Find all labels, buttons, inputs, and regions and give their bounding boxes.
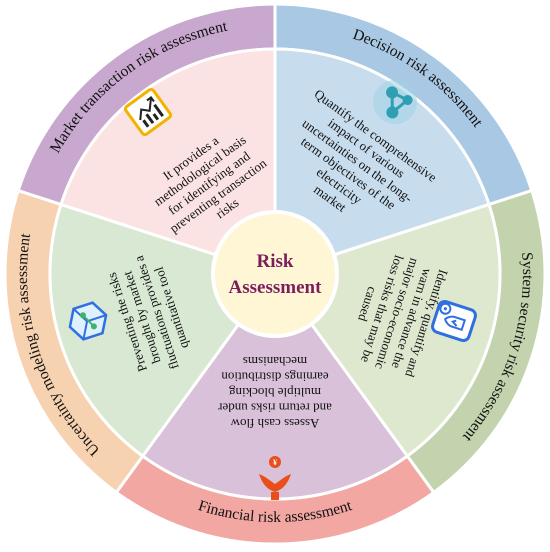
body-line: mechanisms (243, 354, 307, 369)
cube-graph-icon (68, 301, 108, 341)
center-title-line2: Assessment (229, 277, 323, 298)
body-line: and return risks under (217, 401, 331, 416)
center-circle (211, 210, 339, 338)
body-line: earnings distribution (221, 370, 329, 385)
center-title-line1: Risk (257, 251, 294, 272)
shield-gear-icon (431, 299, 477, 343)
bar-chart-icon (123, 87, 173, 137)
inner-wedge-market (59, 47, 277, 277)
body-line: Assess cash flow (230, 416, 319, 431)
svg-text:¥: ¥ (273, 458, 277, 467)
hand-coin-icon: ¥ (259, 456, 291, 500)
body-line: multiple blocking (228, 385, 321, 400)
decision-network-icon (373, 80, 417, 124)
